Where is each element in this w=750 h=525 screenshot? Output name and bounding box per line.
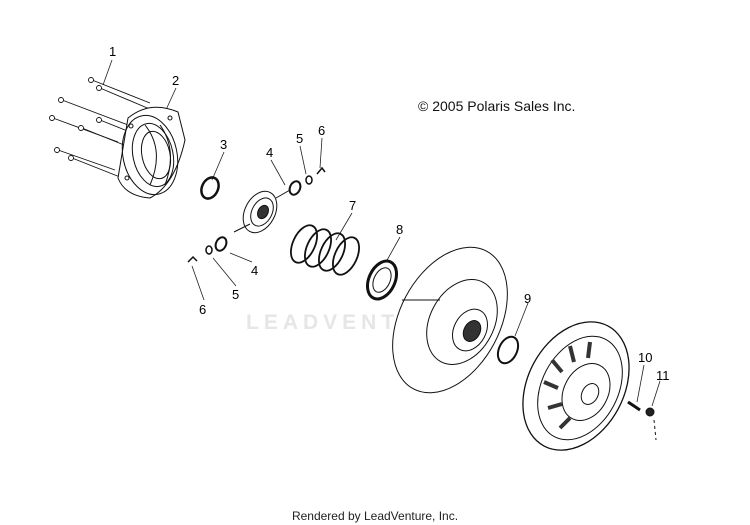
leader-lines bbox=[102, 59, 661, 407]
movable-sheave bbox=[522, 321, 630, 451]
callout-6-lower: 6 bbox=[199, 302, 207, 317]
callout-11: 11 bbox=[656, 368, 670, 383]
callout-9: 9 bbox=[524, 291, 532, 306]
callout-7: 7 bbox=[349, 198, 357, 213]
spacer-ring bbox=[365, 259, 399, 301]
footer-credit: Rendered by LeadVenture, Inc. bbox=[291, 509, 459, 523]
thrust-washer bbox=[496, 335, 520, 365]
callout-5-lower: 5 bbox=[232, 287, 240, 302]
callout-10: 10 bbox=[638, 350, 653, 365]
callout-4-upper: 4 bbox=[266, 145, 274, 160]
lower-hardware bbox=[187, 236, 228, 263]
callout-1: 1 bbox=[109, 44, 117, 59]
stationary-sheave bbox=[392, 246, 508, 394]
callout-8: 8 bbox=[396, 222, 404, 237]
bolt-set bbox=[49, 77, 153, 178]
callout-2: 2 bbox=[172, 73, 180, 88]
callout-4-lower: 4 bbox=[251, 263, 259, 278]
bearing-hub bbox=[233, 189, 291, 234]
copyright-notice: © 2005 Polaris Sales Inc. bbox=[418, 98, 576, 114]
upper-hardware bbox=[288, 166, 326, 196]
pin-and-nut bbox=[627, 400, 657, 441]
callout-6-upper: 6 bbox=[318, 123, 326, 138]
callout-3: 3 bbox=[220, 137, 228, 152]
callout-5-upper: 5 bbox=[296, 131, 304, 146]
snap-ring bbox=[200, 176, 220, 200]
compression-spring bbox=[290, 224, 360, 276]
driven-clutch-cover bbox=[117, 106, 186, 199]
